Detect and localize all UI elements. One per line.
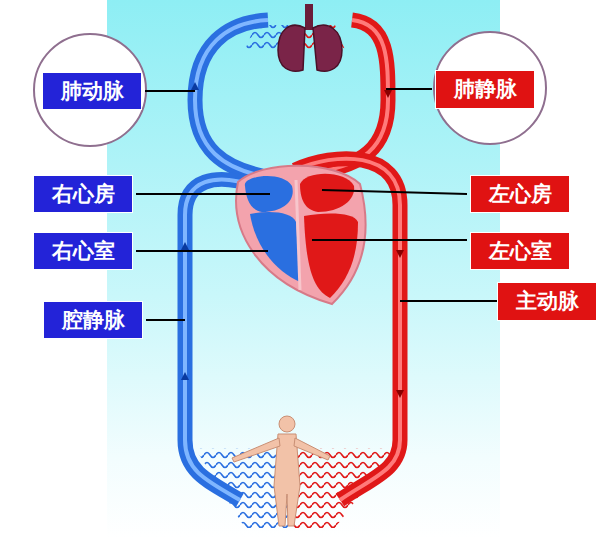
lungs — [278, 4, 342, 71]
heart — [236, 166, 365, 304]
label-text: 左心室 — [489, 241, 552, 262]
vein-label-box: 肺静脉 — [435, 70, 535, 109]
capillary-bed — [290, 448, 395, 528]
pulmonary-artery-vessel — [195, 20, 268, 176]
flow-arrows — [384, 90, 404, 398]
label-text: 右心室 — [52, 241, 115, 262]
leader-lines — [136, 89, 497, 320]
label-text: 主动脉 — [516, 291, 579, 312]
label-text: 腔静脉 — [62, 310, 125, 331]
highlight-circle — [434, 32, 546, 144]
human-figure — [232, 416, 330, 526]
pulmonary-vein-vessel — [318, 20, 388, 172]
label-text: 肺静脉 — [454, 79, 517, 100]
vessel-highlight — [195, 20, 268, 176]
highlight-circle — [34, 34, 146, 146]
label-text: 右心房 — [52, 184, 115, 205]
chamber-label-box: 左心房 — [470, 175, 570, 213]
flow-arrows — [181, 82, 199, 380]
chamber-label-box: 右心房 — [33, 175, 133, 213]
vein-label-box: 腔静脉 — [43, 301, 143, 339]
artery-label-box: 主动脉 — [497, 282, 597, 321]
chamber-label-box: 右心室 — [33, 232, 133, 270]
chamber-label-box: 左心室 — [470, 232, 570, 270]
artery-label-box: 肺动脉 — [42, 72, 142, 110]
label-text: 肺动脉 — [61, 81, 124, 102]
label-text: 左心房 — [489, 184, 552, 205]
vessel-highlight — [318, 20, 388, 172]
